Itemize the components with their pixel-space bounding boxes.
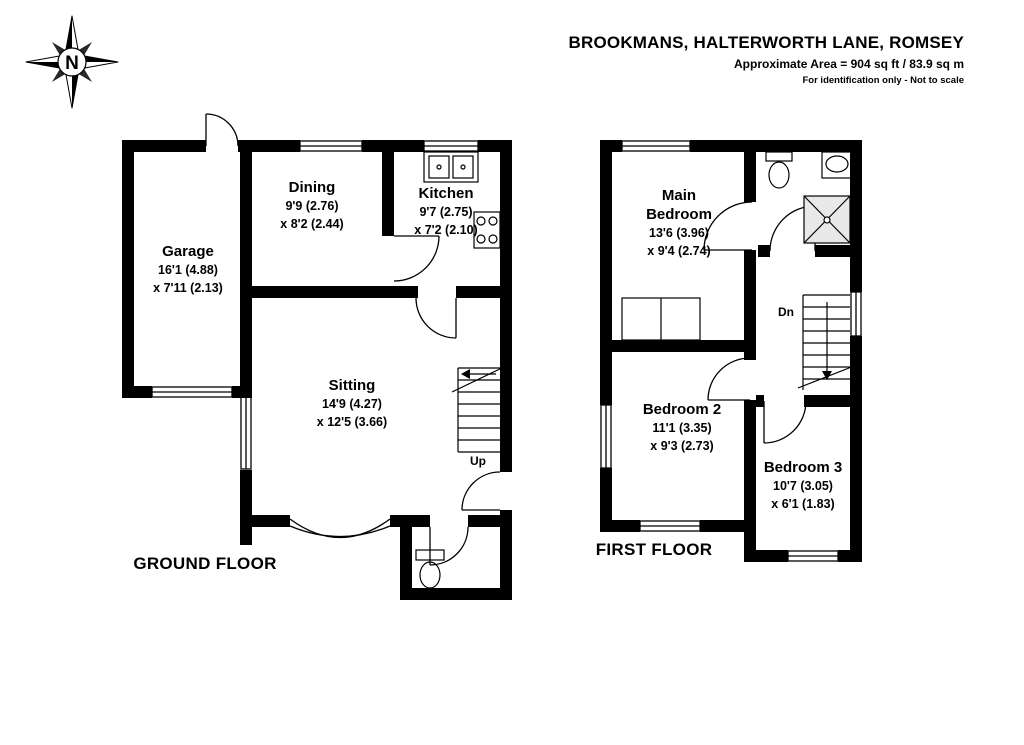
stairs-down-label: Dn (778, 305, 794, 319)
first-floor-title: FIRST FLOOR (595, 540, 713, 559)
wc-door (429, 526, 469, 566)
disclaimer: For identification only - Not to scale (802, 75, 964, 87)
stairs-down (797, 294, 855, 390)
ground-floor-walls (122, 140, 512, 600)
sitting-window (240, 395, 252, 470)
room-label-bedroom2: Bedroom 2 11'1 (3.35) x 9'3 (2.73) (642, 401, 722, 453)
first-floor-plan (600, 140, 862, 562)
stairs-up (451, 365, 507, 453)
side-door (205, 113, 239, 147)
shower-icon (803, 195, 851, 244)
plan-header: BROOKMANS, HALTERWORTH LANE, ROMSEY Appr… (569, 32, 964, 87)
page-title: BROOKMANS, HALTERWORTH LANE, ROMSEY (568, 33, 964, 52)
room-label-main-bedroom: Main Bedroom 13'6 (3.96) x 9'4 (2.74) (646, 187, 712, 258)
main-bedroom-door (703, 201, 753, 251)
basin-icon (821, 151, 853, 179)
bedroom3-door (763, 400, 807, 444)
kitchen-door (393, 235, 440, 282)
bedroom2-side-window (600, 404, 612, 469)
approximate-area: Approximate Area = 904 sq ft / 83.9 sq m (734, 57, 964, 72)
dining-window (299, 140, 363, 152)
bedroom2-door (707, 357, 751, 401)
stairs-up-label: Up (470, 454, 486, 468)
compass-icon: N (25, 15, 119, 109)
room-label-sitting: Sitting 14'9 (4.27) x 12'5 (3.66) (316, 377, 388, 429)
front-door (461, 471, 501, 511)
first-floor-walls (600, 140, 862, 562)
ground-floor-title: GROUND FLOOR (133, 554, 277, 573)
toilet-icon-ground (415, 549, 445, 589)
wardrobe (621, 297, 701, 341)
sitting-door (415, 297, 457, 339)
garage-door (151, 386, 233, 398)
room-label-dining: Dining 9'9 (2.76) x 8'2 (2.44) (280, 179, 344, 231)
kitchen-window (423, 140, 479, 152)
bay-window (289, 518, 391, 538)
room-label-garage: Garage 16'1 (4.88) x 7'11 (2.13) (153, 243, 223, 295)
compass-north-label: N (65, 53, 79, 74)
hob-icon (473, 211, 501, 249)
toilet-icon-bathroom (765, 151, 793, 189)
room-label-kitchen: Kitchen 9'7 (2.75) x 7'2 (2.10) (414, 185, 478, 237)
room-label-bedroom3: Bedroom 3 10'7 (3.05) x 6'1 (1.83) (763, 459, 843, 511)
ground-floor-plan (122, 113, 512, 600)
landing-window (850, 291, 862, 337)
bedroom3-window (787, 550, 839, 562)
bedroom2-window (639, 520, 701, 532)
main-bedroom-window (621, 140, 691, 152)
kitchen-sink-icon (423, 151, 479, 183)
